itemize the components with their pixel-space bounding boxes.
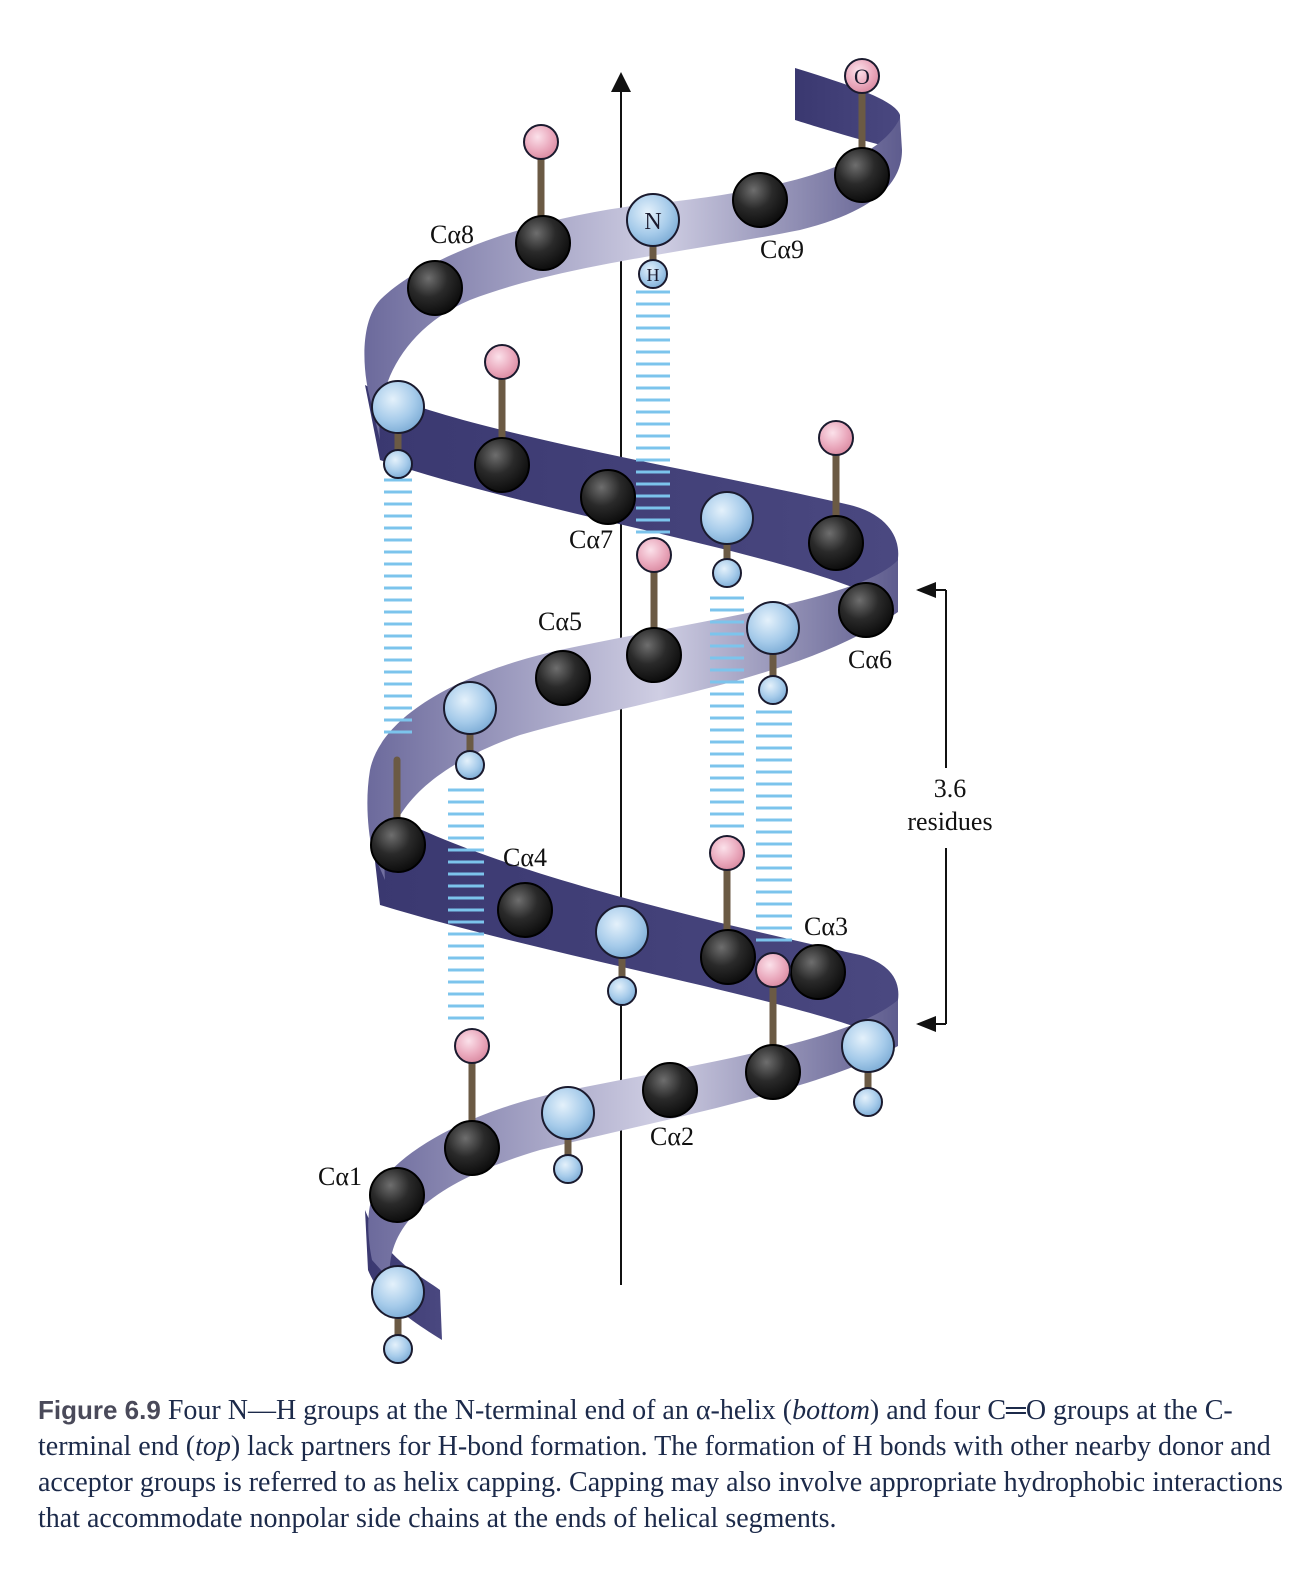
oxygen-atom: [844, 58, 880, 94]
carbon-atom: [642, 1062, 698, 1118]
nitrogen-atom: [371, 1265, 425, 1319]
hydrogen-atom: [712, 558, 742, 588]
oxygen-atom: [484, 344, 520, 380]
carbon-atom: [535, 650, 591, 706]
carbon-atom: [745, 1044, 801, 1100]
residue-label-2: Cα2: [650, 1122, 694, 1151]
residue-labels: Cα1 Cα2 Cα3 Cα4 Cα5 Cα6 Cα7 Cα8 Cα9: [318, 220, 892, 1191]
oxygen-atom: [454, 1028, 490, 1064]
caption-emphasis-top: top: [195, 1431, 231, 1462]
hydrogen-bonds: [384, 290, 792, 1020]
residue-label-3: Cα3: [804, 912, 848, 941]
caption-text-3: ) lack partners for H-bond formation. Th…: [38, 1431, 1283, 1534]
carbon-atom: [700, 929, 756, 985]
carbon-atom: [370, 817, 426, 873]
carbon-atom: [834, 147, 890, 203]
hydrogen-atom: [853, 1087, 883, 1117]
hydrogen-atom: [758, 675, 788, 705]
oxygen-atom: [523, 124, 559, 160]
carbon-atom: [515, 215, 571, 271]
carbon-atom: [838, 582, 894, 638]
residue-label-5: Cα5: [538, 607, 582, 636]
figure-number: Figure 6.9: [38, 1395, 161, 1425]
nitrogen-atom: [626, 193, 680, 247]
pitch-label-number: 3.6: [934, 774, 967, 803]
carbon-atom: [444, 1120, 500, 1176]
carbon-atom: [407, 260, 463, 316]
carbon-atom: [626, 627, 682, 683]
carbon-atom: [790, 944, 846, 1000]
oxygen-letter: O: [854, 64, 870, 89]
carbon-atoms: [369, 147, 894, 1223]
residue-label-9: Cα9: [760, 235, 804, 264]
hydrogen-atom: [638, 259, 668, 289]
oxygen-atom: [818, 420, 854, 456]
carbon-atom: [369, 1167, 425, 1223]
nitrogen-atom: [541, 1086, 595, 1140]
nitrogen-atom: [841, 1019, 895, 1073]
nitrogen-atom: [371, 380, 425, 434]
caption-text-1: Four N—H groups at the N-terminal end of…: [160, 1395, 793, 1426]
hydrogen-atom: [383, 1334, 413, 1364]
carbon-atom: [474, 437, 530, 493]
figure-caption: Figure 6.9 Four N—H groups at the N-term…: [38, 1392, 1288, 1537]
oxygen-atoms: [454, 58, 880, 1064]
carbon-atom: [497, 882, 553, 938]
nitrogen-atoms: [371, 193, 895, 1319]
hydrogen-atom: [383, 449, 413, 479]
oxygen-atom: [755, 952, 791, 988]
pitch-bracket: [916, 582, 947, 1032]
nitrogen-atom: [746, 601, 800, 655]
caption-text-2: ) and four C═O groups at the C-terminal …: [38, 1395, 1233, 1462]
oxygen-atom: [709, 835, 745, 871]
oxygen-atom: [636, 537, 672, 573]
nitrogen-atom: [700, 491, 754, 545]
residue-label-4: Cα4: [503, 843, 547, 872]
carbon-atom: [808, 515, 864, 571]
hbond-5: [756, 710, 792, 942]
hbond-4: [710, 596, 744, 828]
hydrogen-atom: [553, 1154, 583, 1184]
hbond-1: [384, 478, 412, 734]
residue-label-8: Cα8: [430, 220, 474, 249]
residue-label-7: Cα7: [569, 525, 613, 554]
hbond-2: [636, 290, 670, 534]
hbond-3: [448, 788, 484, 1020]
nitrogen-atom: [443, 681, 497, 735]
carbon-atom: [732, 172, 788, 228]
alpha-helix-diagram: N H O Cα1 Cα2 Cα3 Cα4 Cα5 Cα6 Cα7 Cα8 Cα…: [318, 58, 993, 1364]
caption-emphasis-bottom: bottom: [792, 1395, 870, 1426]
pitch-label-unit: residues: [907, 807, 992, 836]
nitrogen-atom: [595, 905, 649, 959]
residue-label-1: Cα1: [318, 1162, 362, 1191]
carbon-atom: [580, 469, 636, 525]
residue-label-6: Cα6: [848, 645, 892, 674]
hydrogen-atoms: [383, 259, 883, 1364]
nitrogen-letter: N: [644, 209, 661, 235]
hydrogen-atom: [455, 750, 485, 780]
hydrogen-letter: H: [647, 265, 660, 285]
hydrogen-atom: [607, 976, 637, 1006]
